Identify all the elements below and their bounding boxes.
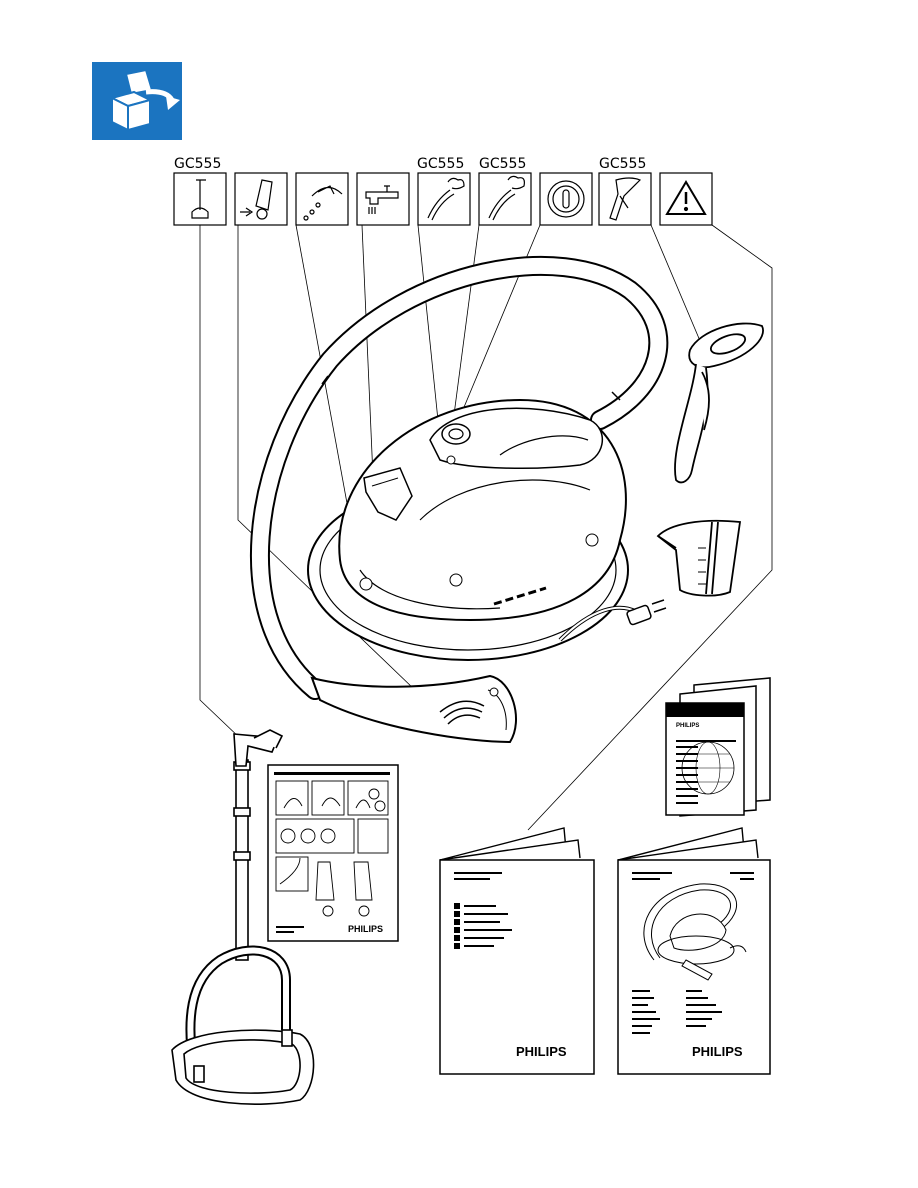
power-button-icon bbox=[540, 173, 592, 225]
garment-steamer-illustration bbox=[260, 266, 666, 742]
unpacking-box-icon bbox=[92, 62, 182, 140]
worldwide-guarantee-booklet: PHILIPS bbox=[666, 678, 770, 816]
garment-hanger-illustration bbox=[675, 323, 763, 482]
model-label-8: GC555 bbox=[599, 156, 646, 172]
warning-triangle-icon bbox=[660, 173, 712, 225]
manual-left-brand: PHILIPS bbox=[516, 1044, 567, 1059]
instruction-manual-left: PHILIPS bbox=[440, 828, 594, 1074]
quick-guide-brand: PHILIPS bbox=[348, 924, 383, 934]
pole-stand-icon bbox=[174, 173, 226, 225]
world-booklet-brand: PHILIPS bbox=[676, 723, 699, 729]
manual-right-brand: PHILIPS bbox=[692, 1044, 743, 1059]
model-label-5: GC555 bbox=[417, 156, 464, 172]
instruction-manual-right: PHILIPS bbox=[618, 828, 770, 1074]
steam-nozzle-icon bbox=[418, 173, 470, 225]
hang-garment-icon bbox=[235, 173, 287, 225]
water-drops-icon bbox=[296, 173, 348, 225]
steam-brush-icon bbox=[479, 173, 531, 225]
model-label-1: GC555 bbox=[174, 156, 221, 172]
measuring-cup-illustration bbox=[658, 521, 740, 596]
model-label-6: GC555 bbox=[479, 156, 526, 172]
hanger-clip-icon bbox=[599, 173, 651, 225]
quick-guide-sheet: PHILIPS bbox=[268, 765, 398, 941]
tap-water-icon bbox=[357, 173, 409, 225]
